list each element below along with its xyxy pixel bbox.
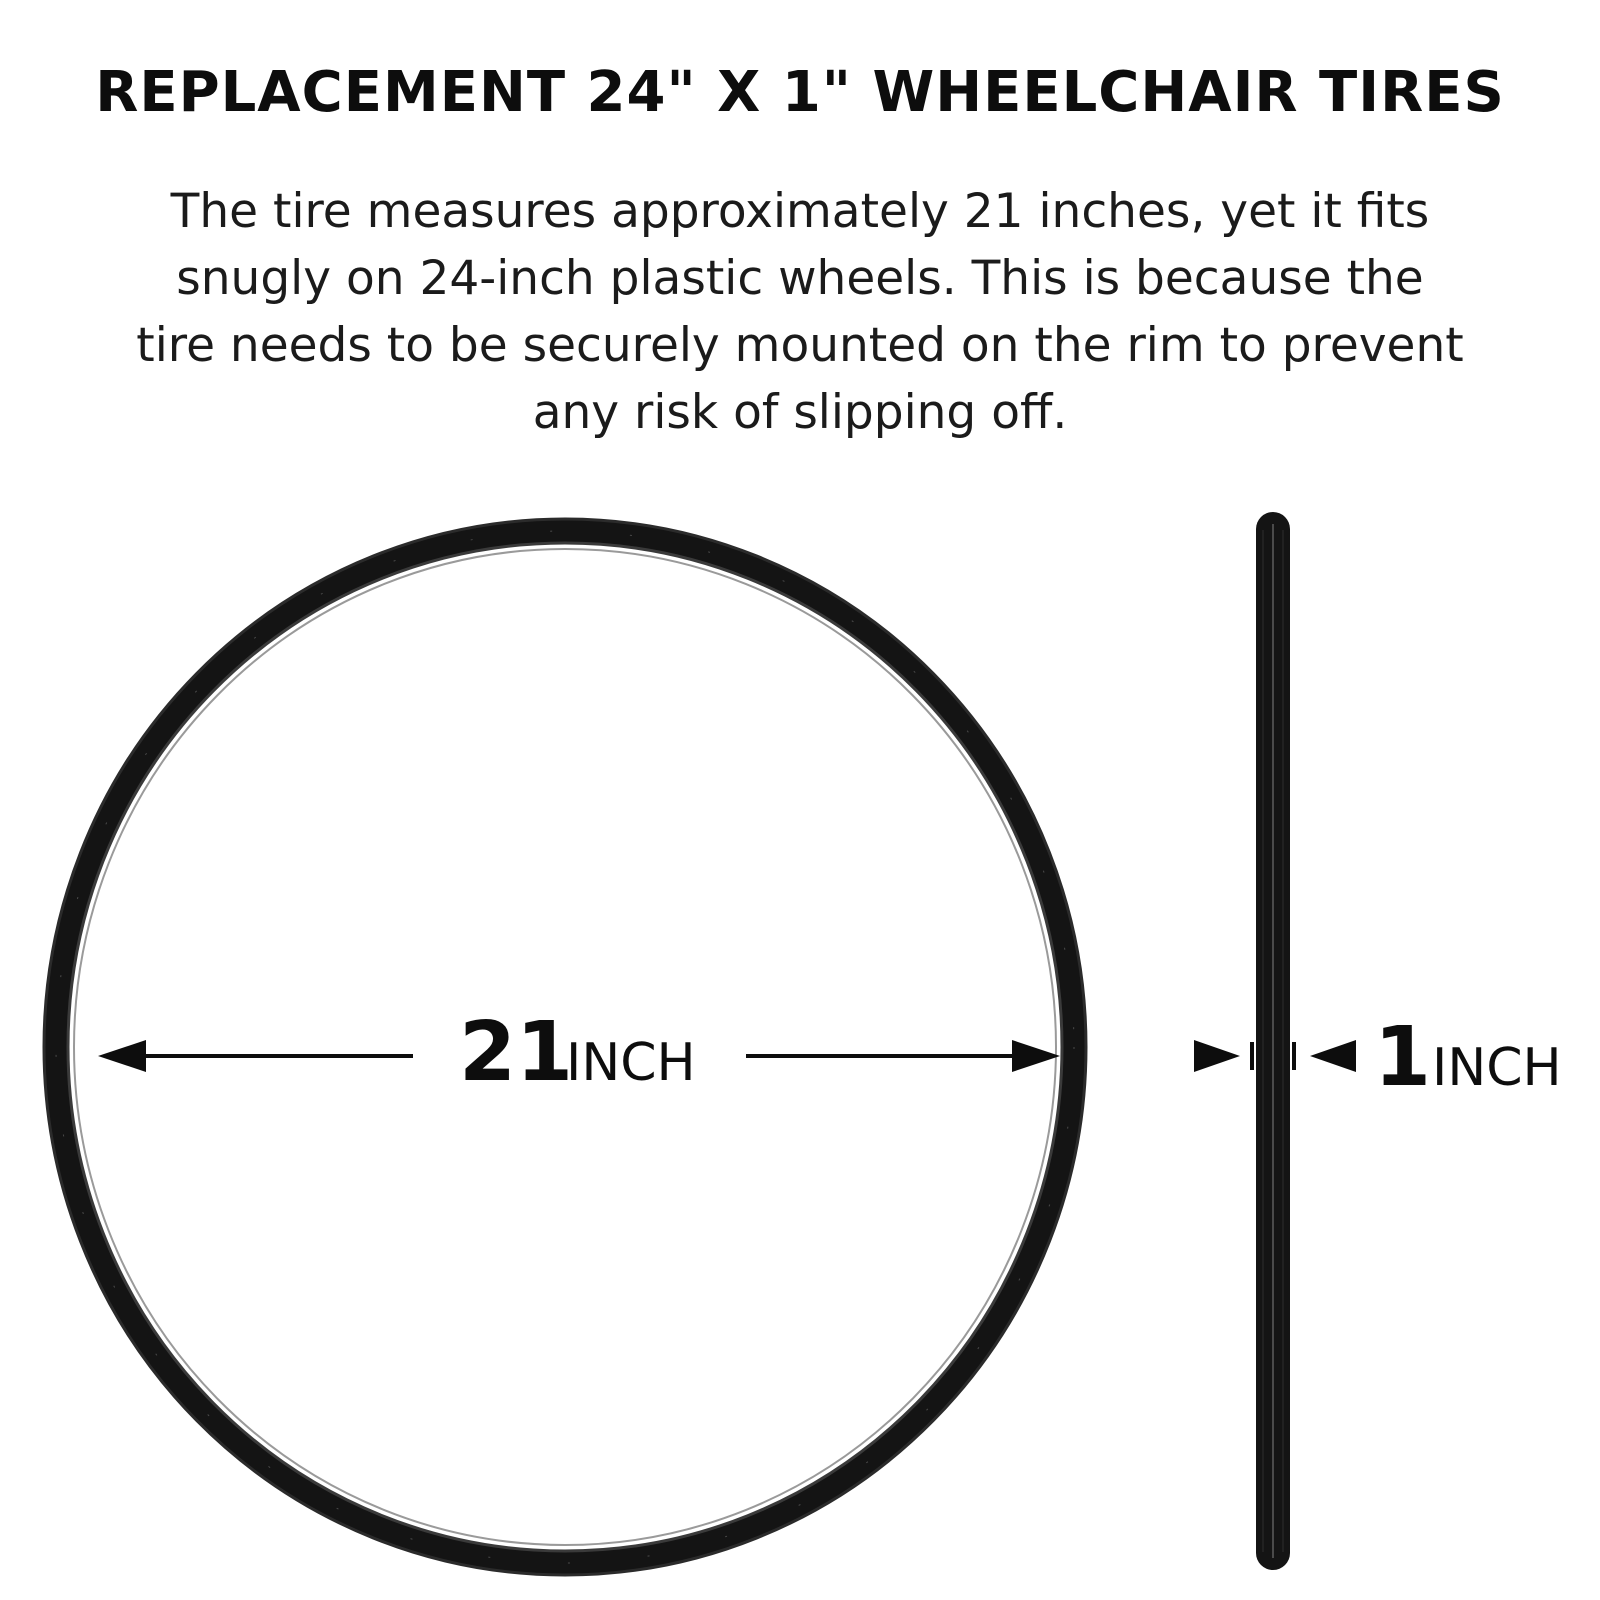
page-title: REPLACEMENT 24" X 1" WHEELCHAIR TIRES	[95, 60, 1505, 125]
width-number: 1	[1374, 1010, 1431, 1105]
diameter-number: 21	[459, 1005, 573, 1100]
description-line: any risk of slipping off.	[532, 385, 1068, 440]
diameter-arrow-left	[98, 1040, 413, 1072]
description-line: tire needs to be securely mounted on the…	[136, 318, 1464, 373]
width-arrow-left	[1194, 1040, 1254, 1072]
tire-ring	[42, 517, 1088, 1577]
description: The tire measures approximately 21 inche…	[100, 178, 1500, 446]
width-arrow-right	[1292, 1040, 1356, 1072]
description-line: The tire measures approximately 21 inche…	[170, 184, 1430, 239]
tire-side-profile	[1256, 512, 1290, 1570]
diameter-unit: INCH	[566, 1033, 696, 1093]
description-line: snugly on 24-inch plastic wheels. This i…	[176, 251, 1424, 306]
diameter-arrow-right	[746, 1040, 1060, 1072]
width-unit: INCH	[1432, 1038, 1562, 1098]
